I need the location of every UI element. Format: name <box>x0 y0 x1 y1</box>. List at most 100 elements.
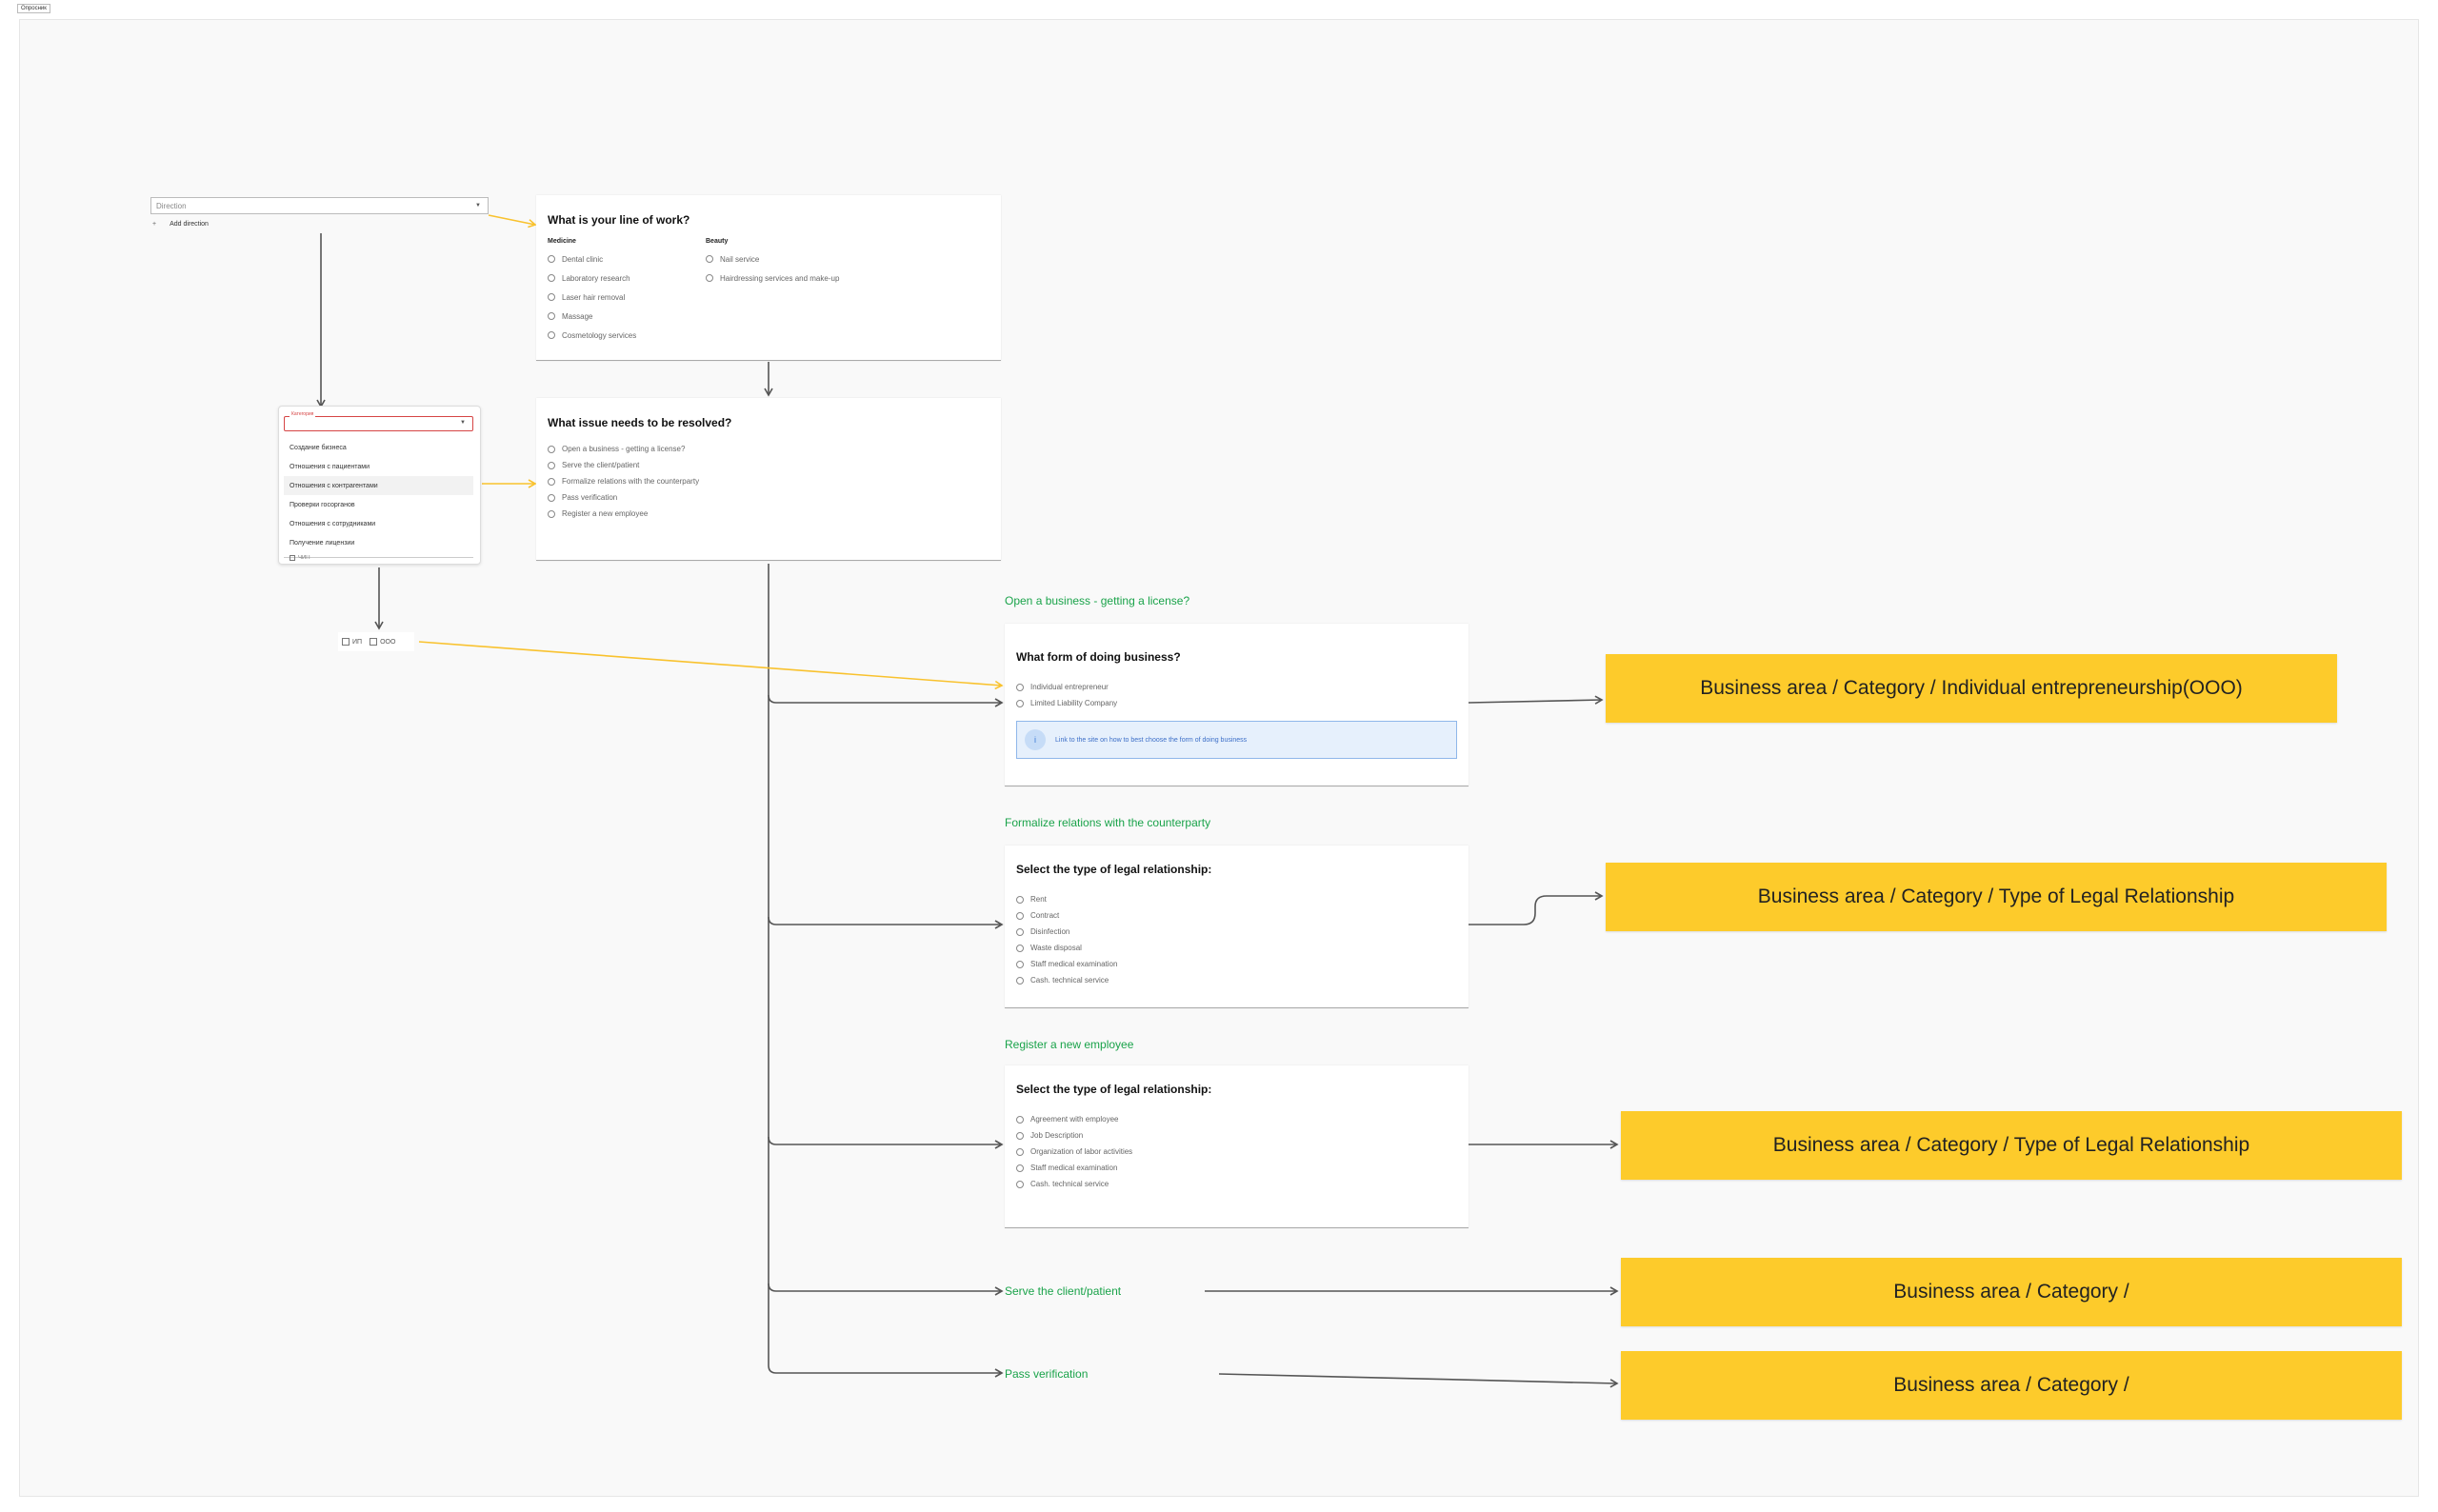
radio-option[interactable]: Waste disposal <box>1016 940 1457 956</box>
radio-option[interactable]: Pass verification <box>548 489 989 506</box>
category-item[interactable]: Отношения с сотрудниками <box>290 520 376 527</box>
result-box-verify: Business area / Category / <box>1621 1351 2402 1420</box>
radio-option[interactable]: Massage <box>548 307 706 326</box>
medicine-group: Medicine Dental clinic Laboratory resear… <box>548 238 706 345</box>
radio-option[interactable]: Register a new employee <box>548 506 989 522</box>
radio-icon <box>548 274 555 282</box>
plus-icon: + <box>152 221 157 228</box>
radio-icon <box>1016 1147 1024 1156</box>
radio-icon <box>1016 927 1024 936</box>
section-label-verify: Pass verification <box>1005 1367 1089 1381</box>
category-panel: Категория ▼ Создание бизнеса Отношения с… <box>278 406 481 565</box>
radio-option[interactable]: Nail service <box>706 249 839 269</box>
radio-icon <box>548 312 555 320</box>
result-box-employee-relationship: Business area / Category / Type of Legal… <box>1621 1111 2402 1180</box>
section-label-formalize: Formalize relations with the counterpart… <box>1005 816 1211 829</box>
radio-option[interactable]: Hairdressing services and make-up <box>706 269 839 288</box>
category-list: Создание бизнеса Отношения с пациентами … <box>284 438 473 558</box>
radio-icon <box>706 255 713 263</box>
legal-relationship-card: Select the type of legal relationship: R… <box>1005 846 1469 1008</box>
issue-title: What issue needs to be resolved? <box>548 416 732 429</box>
radio-icon <box>1016 1115 1024 1124</box>
add-direction-button[interactable]: + Add direction <box>152 221 209 228</box>
radio-option[interactable]: Cash. technical service <box>1016 1176 1457 1192</box>
radio-icon <box>548 445 555 453</box>
radio-option[interactable]: Individual entrepreneur <box>1016 679 1457 695</box>
legal-relationship-title: Select the type of legal relationship: <box>1016 863 1212 876</box>
radio-icon <box>1016 1131 1024 1140</box>
category-item[interactable]: Создание бизнеса <box>290 444 347 451</box>
radio-icon <box>548 509 555 518</box>
beauty-group: Beauty Nail service Hairdressing service… <box>706 238 839 345</box>
frame-label: Опросник <box>17 4 50 13</box>
radio-icon <box>548 461 555 469</box>
radio-icon <box>1016 1180 1024 1188</box>
direction-placeholder: Direction <box>156 201 187 210</box>
radio-icon <box>706 274 713 282</box>
chevron-down-icon: ▼ <box>475 203 481 209</box>
radio-icon <box>548 293 555 301</box>
radio-icon <box>548 331 555 339</box>
radio-option[interactable]: Serve the client/patient <box>548 457 989 473</box>
radio-option[interactable]: Staff medical examination <box>1016 956 1457 972</box>
line-of-work-card: What is your line of work? Medicine Dent… <box>536 195 1001 361</box>
group-heading: Medicine <box>548 238 576 245</box>
checkbox-icon[interactable] <box>342 638 350 646</box>
radio-icon <box>1016 699 1024 707</box>
section-label-serve: Serve the client/patient <box>1005 1284 1122 1298</box>
checkbox-label-ip: ИП <box>352 638 363 646</box>
radio-icon <box>1016 944 1024 952</box>
category-item-highlighted[interactable]: Отношения с контрагентами <box>284 476 473 495</box>
group-heading: Beauty <box>706 238 729 245</box>
radio-icon <box>1016 895 1024 904</box>
result-box-legal-relationship: Business area / Category / Type of Legal… <box>1606 863 2387 931</box>
radio-option[interactable]: Agreement with employee <box>1016 1111 1457 1127</box>
category-item[interactable]: Отношения с пациентами <box>290 463 370 470</box>
checkbox-icon <box>290 555 295 561</box>
radio-option[interactable]: Formalize relations with the counterpart… <box>548 473 989 489</box>
employee-relationship-card: Select the type of legal relationship: A… <box>1005 1065 1469 1228</box>
direction-dropdown[interactable]: Direction ▼ <box>150 197 489 214</box>
chevron-down-icon: ▼ <box>460 420 466 426</box>
category-item-cut: ЧИП <box>290 555 310 563</box>
info-icon: i <box>1025 729 1046 750</box>
section-label-open-business: Open a business - getting a license? <box>1005 594 1190 607</box>
add-direction-label: Add direction <box>170 221 209 228</box>
radio-option[interactable]: Rent <box>1016 891 1457 907</box>
radio-option[interactable]: Cash. technical service <box>1016 972 1457 988</box>
category-select[interactable]: Категория ▼ <box>284 411 473 431</box>
radio-option[interactable]: Laboratory research <box>548 269 706 288</box>
info-link-box[interactable]: i Link to the site on how to best choose… <box>1016 721 1457 759</box>
radio-option[interactable]: Cosmetology services <box>548 326 706 345</box>
business-form-card: What form of doing business? Individual … <box>1005 624 1469 786</box>
radio-option[interactable]: Job Description <box>1016 1127 1457 1144</box>
radio-icon <box>1016 976 1024 985</box>
radio-icon <box>1016 960 1024 968</box>
radio-option[interactable]: Disinfection <box>1016 924 1457 940</box>
radio-icon <box>1016 1164 1024 1172</box>
radio-icon <box>548 477 555 486</box>
radio-icon <box>548 493 555 502</box>
entity-checkboxes: ИП ООО <box>338 632 414 651</box>
business-form-title: What form of doing business? <box>1016 650 1181 664</box>
category-item[interactable]: Проверки госорганов <box>290 501 355 508</box>
radio-icon <box>1016 683 1024 691</box>
radio-option[interactable]: Contract <box>1016 907 1457 924</box>
radio-option[interactable]: Dental clinic <box>548 249 706 269</box>
radio-option[interactable]: Staff medical examination <box>1016 1160 1457 1176</box>
employee-relationship-title: Select the type of legal relationship: <box>1016 1083 1212 1096</box>
checkbox-icon[interactable] <box>370 638 378 646</box>
line-of-work-title: What is your line of work? <box>548 213 690 227</box>
radio-icon <box>1016 911 1024 920</box>
radio-icon <box>548 255 555 263</box>
checkbox-label-ooo: ООО <box>380 638 396 646</box>
radio-option[interactable]: Open a business - getting a license? <box>548 441 989 457</box>
issue-card: What issue needs to be resolved? Open a … <box>536 398 1001 561</box>
radio-option[interactable]: Laser hair removal <box>548 288 706 307</box>
result-box-serve: Business area / Category / <box>1621 1258 2402 1326</box>
info-link-text: Link to the site on how to best choose t… <box>1055 736 1248 744</box>
radio-option[interactable]: Organization of labor activities <box>1016 1144 1457 1160</box>
category-item[interactable]: Получение лицензии <box>290 539 355 547</box>
radio-option[interactable]: Limited Liability Company <box>1016 695 1457 711</box>
section-label-register: Register a new employee <box>1005 1038 1134 1051</box>
